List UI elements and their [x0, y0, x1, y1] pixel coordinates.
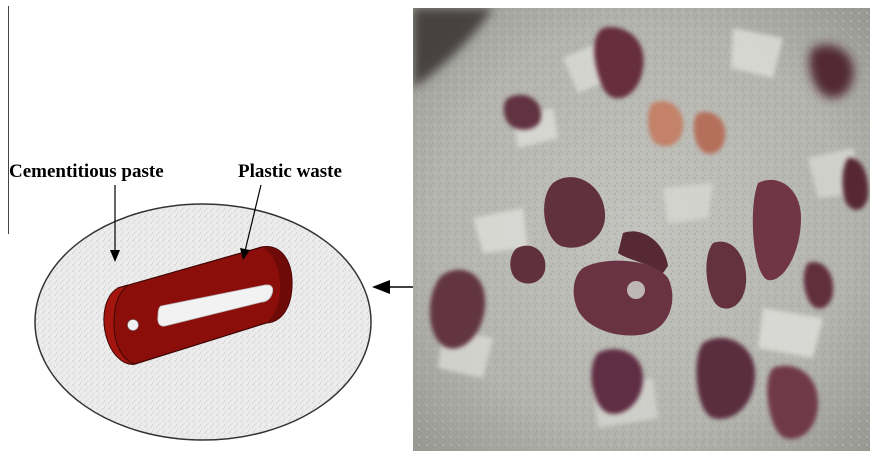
left-arrow-icon [372, 280, 413, 294]
concrete-photograph [413, 8, 870, 451]
schematic-diagram [0, 0, 413, 451]
